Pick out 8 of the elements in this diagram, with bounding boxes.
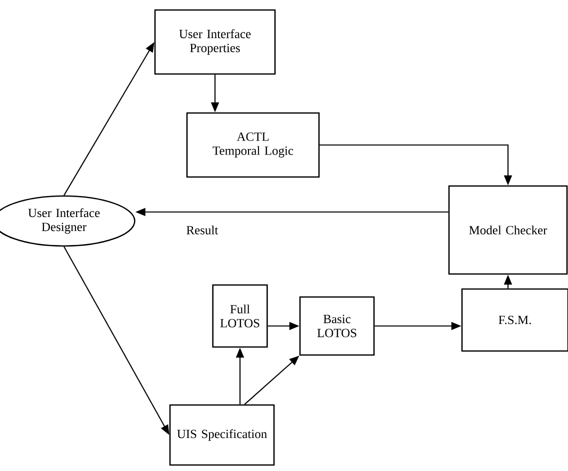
process-box: Full LOTOS xyxy=(212,284,268,348)
process-box: UIS Specification xyxy=(169,404,275,466)
process-box: Model Checker xyxy=(448,185,568,275)
process-box: F.S.M. xyxy=(461,288,568,352)
process-box: Basic LOTOS xyxy=(299,296,375,356)
process-box: User Interface Properties xyxy=(154,9,276,75)
process-box: ACTL Temporal Logic xyxy=(186,112,320,178)
edge-label: Result xyxy=(185,224,220,236)
